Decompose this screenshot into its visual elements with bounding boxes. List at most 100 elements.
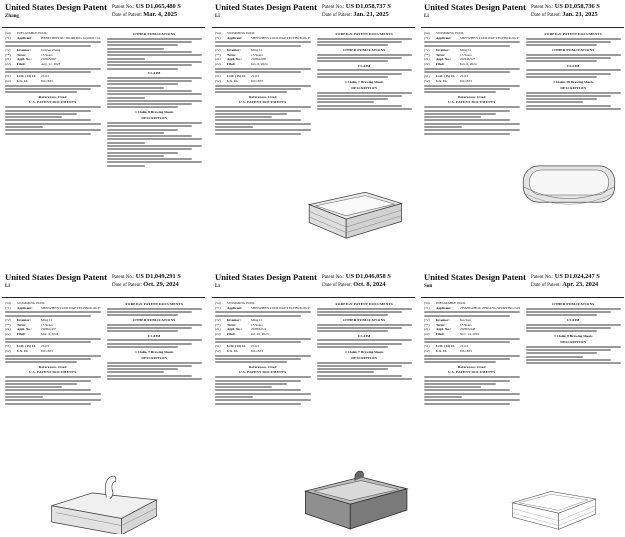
text-line — [106, 54, 202, 57]
text-line — [215, 119, 301, 122]
text-line — [316, 53, 412, 56]
field-code: (21) — [5, 57, 11, 62]
bibliographic-field: (**)Term:15 Years — [215, 323, 311, 328]
text-line — [106, 128, 179, 131]
text-line — [106, 86, 164, 89]
patent-number-line: Patent No.: US D1,049,291 S — [112, 273, 181, 282]
text-line — [525, 352, 598, 355]
text-line — [316, 104, 403, 107]
field-code: (72) — [215, 48, 221, 53]
text-line — [106, 64, 193, 67]
text-line — [106, 93, 202, 96]
section-heading: DESCRIPTION — [560, 339, 587, 344]
bibliographic-field: (**)Term:15 Years — [5, 53, 101, 58]
patent-number-label: Patent No.: — [531, 275, 554, 280]
text-line — [316, 371, 374, 374]
patent-number-label: Patent No.: — [112, 5, 135, 10]
text-line — [5, 311, 101, 314]
patent-number: US D1,058,737 S — [345, 3, 391, 10]
text-line — [5, 399, 101, 402]
text-line — [215, 395, 254, 398]
claim-count: 1 Claim, 8 Drawing Sheets — [135, 110, 174, 115]
field-label: Filed: — [436, 61, 445, 66]
field-label: Term: — [436, 322, 445, 327]
bibliographic-field: (54)INFLATABLE POOL — [424, 301, 520, 306]
patent-left-column: (54)SWIMMING POOL(71)Applicant:SHENZHEN … — [5, 301, 101, 532]
field-code: (52) — [5, 78, 11, 83]
patent-date-line: Date of Patent: Apr. 23, 2024 — [531, 281, 600, 290]
patent-date-line: Date of Patent: Oct. 8, 2024 — [322, 281, 391, 290]
bibliographic-field: (71)Applicant:SHENZHEN COOLWAY TECHNOLOG… — [215, 36, 311, 41]
field-label: U.S. Cl. — [436, 78, 448, 83]
field-code: (52) — [215, 348, 221, 353]
patent-title: United States Design Patent — [424, 2, 526, 12]
text-line — [106, 37, 202, 40]
field-value: 15 Years — [41, 322, 53, 327]
text-line — [316, 346, 389, 349]
text-line — [316, 378, 412, 381]
field-value: 29/863,648 — [460, 327, 476, 332]
field-label: Inventor: — [227, 48, 241, 53]
text-line — [424, 122, 520, 125]
field-value: ZHANGZHOU ZHUANG SPORTING GOODS CO., LTD… — [460, 305, 520, 310]
text-line — [424, 386, 482, 389]
text-line — [316, 69, 412, 72]
bibliographic-field: (51)LOC (14) Cl.21-03 — [215, 344, 311, 349]
field-code: (71) — [424, 305, 430, 310]
text-line — [106, 138, 202, 141]
field-code: (72) — [424, 318, 430, 323]
bibliographic-field: (22)Filed:Jun. 6, 2024 — [215, 62, 311, 67]
text-line — [5, 67, 101, 70]
text-line — [106, 135, 193, 138]
field-label: Inventor: — [17, 48, 31, 53]
pool-drawing — [517, 152, 621, 214]
text-line — [525, 345, 621, 348]
text-line — [106, 96, 145, 99]
text-line — [106, 47, 164, 50]
text-line — [5, 129, 101, 132]
bibliographic-field: (71)Applicant:ZHANGZHOU ZHUANG SPORTING … — [424, 306, 520, 311]
text-line — [106, 131, 164, 134]
claim-count: 1 Claim, 28 Drawing Sheets — [553, 80, 594, 85]
text-line — [215, 132, 301, 135]
inventor-surname: Li — [215, 14, 220, 19]
inventor-surname: Zhang — [5, 14, 19, 19]
bibliographic-field: (51)LOC (15) Cl.21-03 — [215, 74, 311, 79]
field-label: Applicant: — [227, 305, 243, 310]
field-code: (22) — [424, 331, 430, 336]
text-line — [316, 108, 412, 111]
section-heading: FOREIGN PATENT DOCUMENTS — [125, 302, 184, 306]
field-code: (**) — [5, 52, 11, 57]
field-label: LOC (15) Cl. — [436, 74, 455, 79]
text-line — [424, 132, 510, 135]
text-line — [525, 326, 612, 329]
text-line — [215, 389, 301, 392]
field-label: Inventor: — [436, 318, 450, 323]
field-code: (22) — [215, 61, 221, 66]
text-line — [215, 112, 287, 115]
text-line — [424, 44, 510, 47]
field-label: LOC (15) Cl. — [17, 344, 36, 349]
text-line — [525, 314, 598, 317]
bibliographic-field: (72)Inventor:Ming Li — [215, 48, 311, 53]
text-line — [215, 379, 301, 382]
patent-date-label: Date of Patent: — [322, 282, 352, 288]
text-line — [5, 389, 91, 392]
section-heading: CLAIM — [566, 317, 580, 322]
field-label: Filed: — [227, 61, 236, 66]
text-line — [106, 161, 202, 164]
field-code: (22) — [424, 61, 430, 66]
text-line — [525, 104, 612, 107]
text-line — [215, 44, 301, 47]
text-line — [5, 44, 91, 47]
text-line — [316, 101, 374, 104]
text-line — [316, 361, 412, 364]
field-code: (71) — [5, 35, 11, 40]
claim-count: 1 Claim, 8 Drawing Sheets — [554, 334, 593, 339]
inventor-surname: Li — [424, 14, 429, 19]
field-code: (54) — [215, 301, 221, 305]
field-label: LOC (14) Cl. — [227, 344, 246, 349]
text-line — [215, 399, 311, 402]
